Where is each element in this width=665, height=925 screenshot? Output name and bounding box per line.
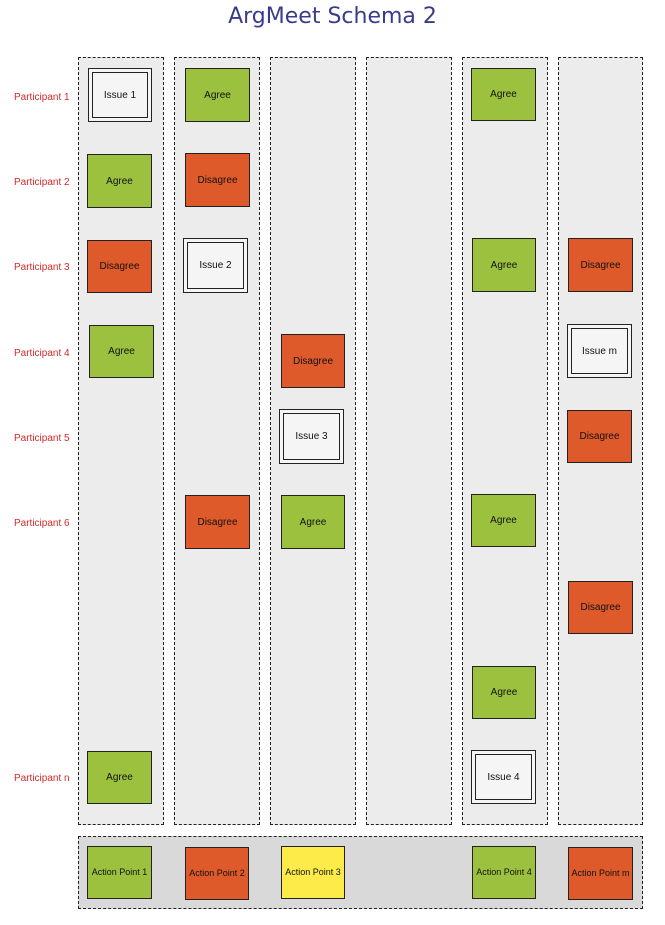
disagree-node[interactable]: Disagree bbox=[568, 581, 633, 634]
issue-node[interactable]: Issue 4 bbox=[471, 750, 536, 804]
issue-label: Issue 1 bbox=[92, 72, 148, 118]
diagram-title: ArgMeet Schema 2 bbox=[228, 4, 437, 29]
action-point-node[interactable]: Action Point m bbox=[568, 847, 633, 900]
issue-column-4 bbox=[366, 57, 452, 825]
agree-node[interactable]: Agree bbox=[89, 325, 154, 378]
agree-node[interactable]: Agree bbox=[87, 154, 152, 208]
participant-label-1: Participant 1 bbox=[14, 92, 70, 103]
disagree-node[interactable]: Disagree bbox=[567, 410, 632, 463]
disagree-node[interactable]: Disagree bbox=[185, 495, 250, 549]
participant-label-3: Participant 3 bbox=[14, 262, 70, 273]
participant-label-n: Participant n bbox=[14, 773, 70, 784]
issue-label: Issue m bbox=[571, 328, 628, 374]
issue-node[interactable]: Issue m bbox=[567, 324, 632, 378]
agree-node[interactable]: Agree bbox=[471, 494, 536, 547]
issue-node[interactable]: Issue 3 bbox=[279, 409, 344, 464]
disagree-node[interactable]: Disagree bbox=[185, 153, 250, 207]
issue-label: Issue 2 bbox=[187, 242, 244, 289]
action-points-row bbox=[78, 836, 643, 909]
disagree-node[interactable]: Disagree bbox=[568, 238, 633, 292]
agree-node[interactable]: Agree bbox=[185, 68, 250, 122]
action-point-node[interactable]: Action Point 1 bbox=[87, 846, 152, 899]
issue-node[interactable]: Issue 2 bbox=[183, 238, 248, 293]
participant-label-6: Participant 6 bbox=[14, 518, 70, 529]
action-point-node[interactable]: Action Point 2 bbox=[185, 847, 249, 900]
participant-label-2: Participant 2 bbox=[14, 177, 70, 188]
issue-label: Issue 3 bbox=[283, 413, 340, 460]
action-point-node[interactable]: Action Point 4 bbox=[472, 846, 536, 899]
disagree-node[interactable]: Disagree bbox=[87, 240, 152, 293]
issue-label: Issue 4 bbox=[475, 754, 532, 800]
participant-label-4: Participant 4 bbox=[14, 348, 70, 359]
action-point-node[interactable]: Action Point 3 bbox=[281, 846, 345, 899]
agree-node[interactable]: Agree bbox=[87, 751, 152, 804]
agree-node[interactable]: Agree bbox=[281, 495, 345, 549]
issue-node[interactable]: Issue 1 bbox=[88, 68, 152, 122]
participant-label-5: Participant 5 bbox=[14, 433, 70, 444]
agree-node[interactable]: Agree bbox=[472, 666, 536, 719]
agree-node[interactable]: Agree bbox=[472, 238, 536, 292]
agree-node[interactable]: Agree bbox=[471, 68, 536, 121]
disagree-node[interactable]: Disagree bbox=[281, 334, 345, 388]
